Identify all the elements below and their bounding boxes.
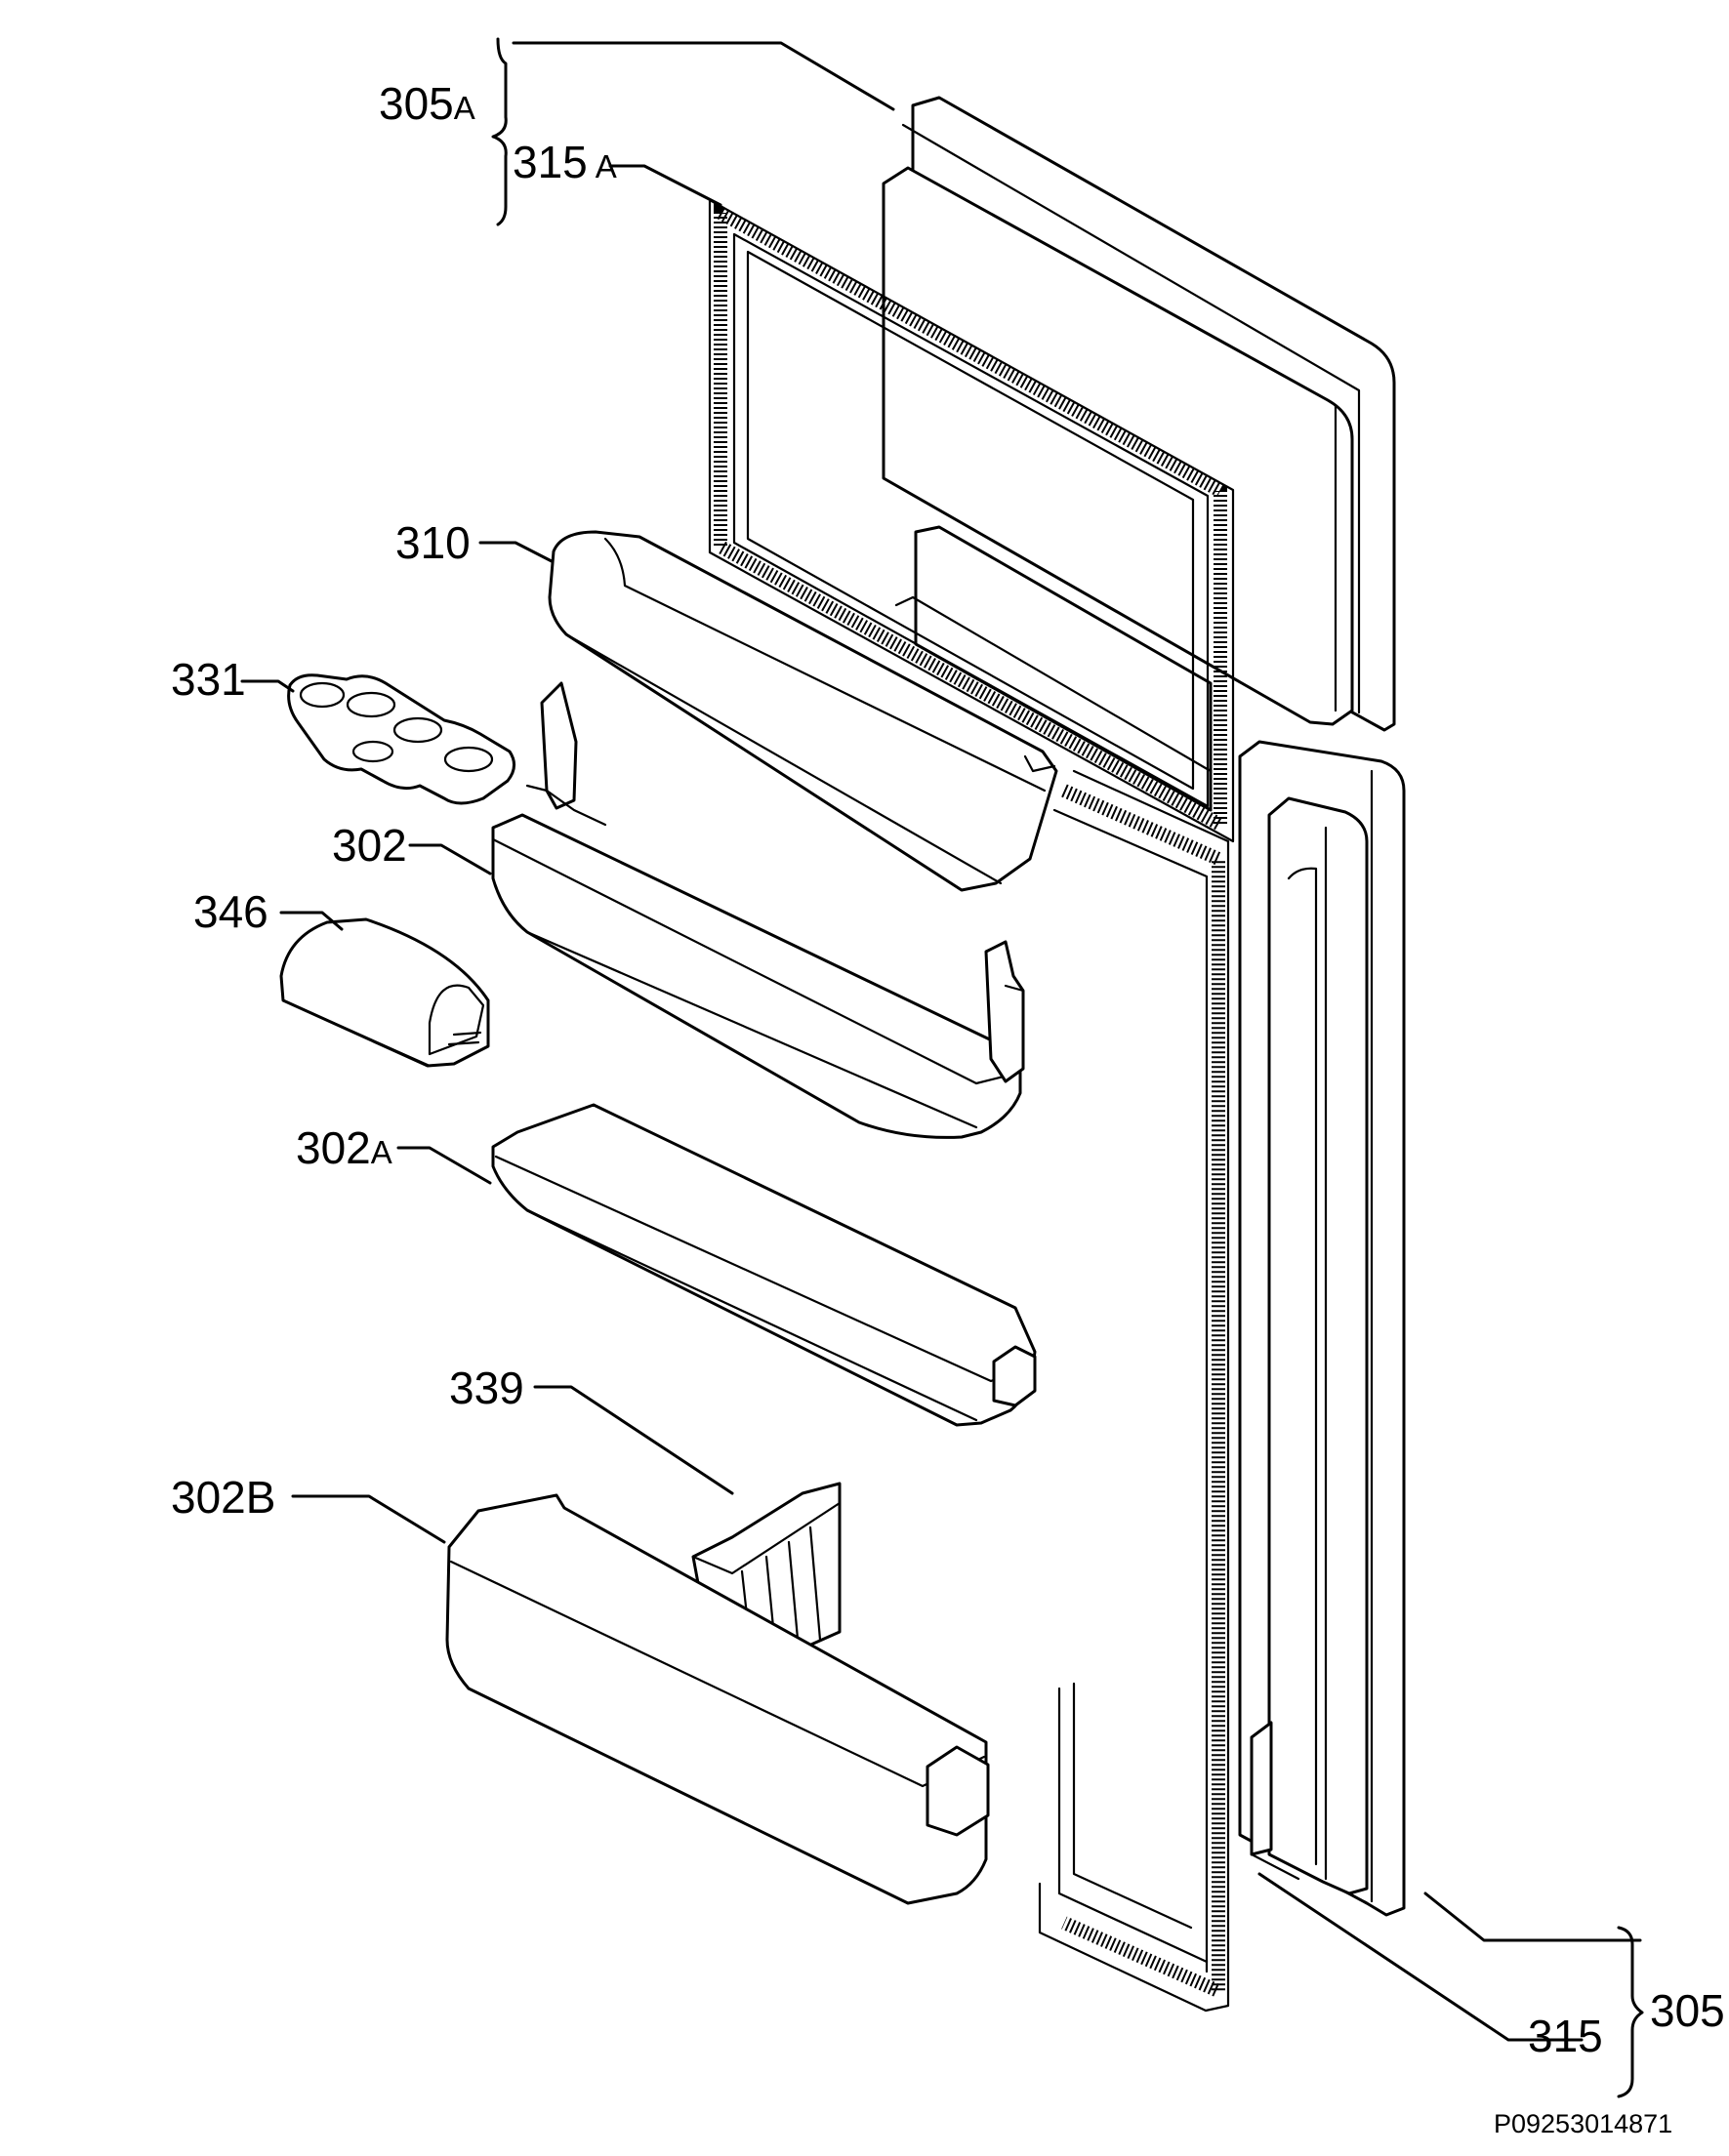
leader-lines — [240, 37, 1644, 2098]
label-305: 305 — [1650, 1985, 1725, 2036]
label-302a: 302A — [296, 1122, 392, 1173]
part-302b-door-shelf — [445, 1493, 990, 1905]
label-302b: 302B — [171, 1472, 275, 1523]
part-302a-door-shelf — [491, 1103, 1037, 1427]
lower-door-panel — [1238, 740, 1406, 1917]
label-310: 310 — [395, 517, 471, 568]
label-331: 331 — [171, 654, 246, 705]
label-339: 339 — [449, 1363, 524, 1413]
part-310-flap — [548, 530, 1058, 892]
diagram-code: P09253014871 — [1494, 2109, 1672, 2138]
label-346: 346 — [193, 886, 268, 937]
part-302-door-shelf — [491, 681, 1025, 1139]
label-305a: 305A — [379, 78, 475, 129]
upper-door-panel — [882, 96, 1396, 812]
upper-door-gasket — [708, 198, 1235, 843]
label-302: 302 — [332, 820, 407, 871]
lower-door-gasket — [1038, 769, 1230, 2013]
part-331-egg-tray — [287, 673, 515, 805]
label-315: 315 — [1528, 2011, 1603, 2061]
part-346-butter-dish — [279, 917, 490, 1068]
